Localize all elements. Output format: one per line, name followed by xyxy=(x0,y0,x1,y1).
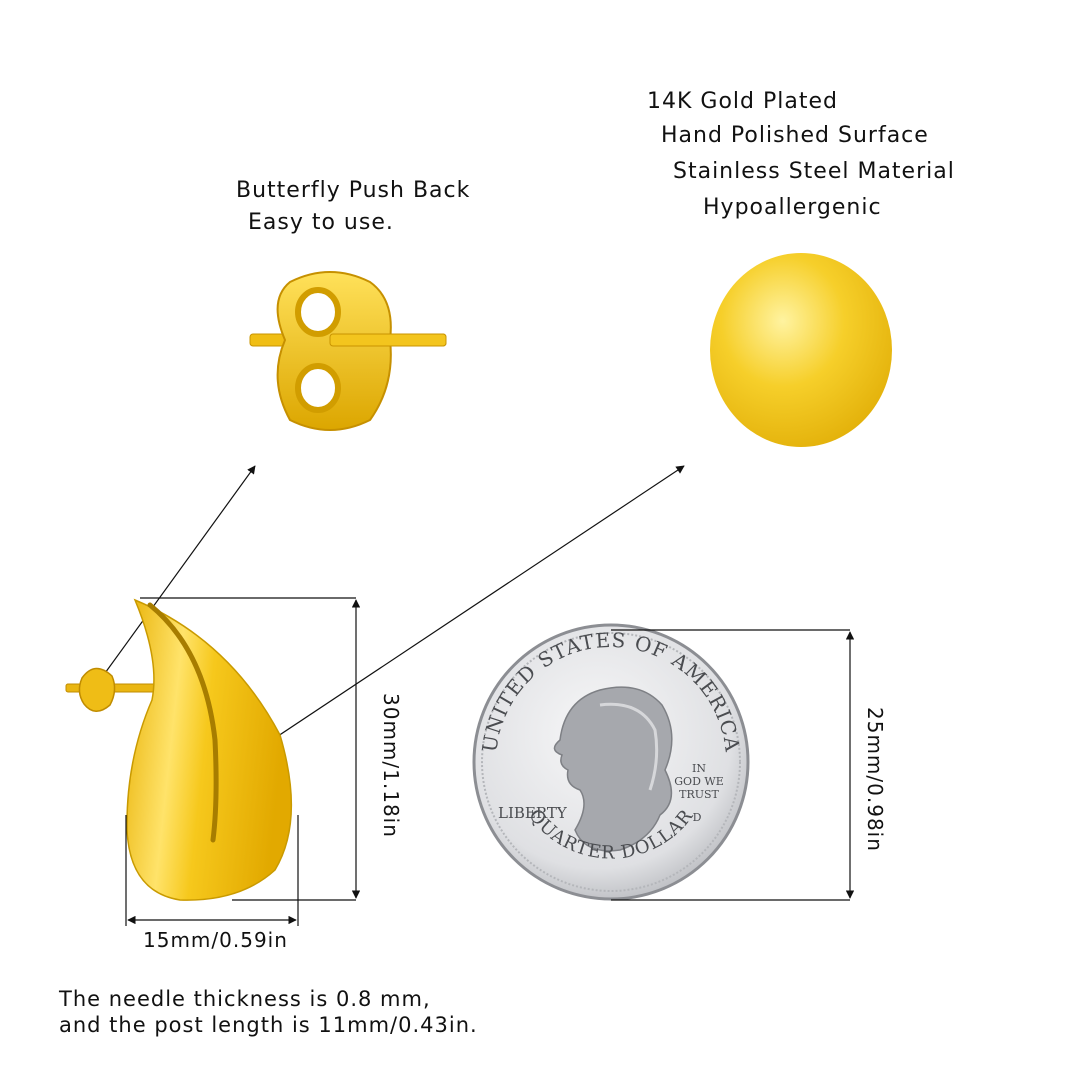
butterfly-back-image xyxy=(249,271,447,431)
arrow-to-back xyxy=(99,465,256,681)
coin-diameter-label: 25mm/0.98in xyxy=(863,707,887,852)
arrow-to-disc xyxy=(247,465,685,757)
coin-motto-line1: IN xyxy=(692,762,706,775)
coin-motto-line2: GOD WE xyxy=(674,775,723,788)
feature-gold-plated: 14K Gold Plated xyxy=(647,89,838,114)
coin-liberty-text: LIBERTY xyxy=(498,804,568,822)
quarter-coin-image xyxy=(472,623,750,901)
post-length-note: and the post length is 11mm/0.43in. xyxy=(59,1013,478,1037)
feature-hypoallergenic: Hypoallergenic xyxy=(703,195,882,220)
coin-motto-line3: TRUST xyxy=(679,788,719,801)
coin-diameter-dimension xyxy=(611,629,855,901)
gold-disc-image xyxy=(710,253,892,447)
teardrop-earring-image xyxy=(65,598,293,901)
earring-height-label: 30mm/1.18in xyxy=(379,693,403,838)
feature-stainless-steel: Stainless Steel Material xyxy=(673,159,955,184)
easy-to-use-label: Easy to use. xyxy=(248,210,394,235)
butterfly-back-label: Butterfly Push Back xyxy=(236,178,471,203)
earring-width-label: 15mm/0.59in xyxy=(143,928,288,952)
coin-mint-mark: D xyxy=(693,811,702,824)
earring-width-dimension xyxy=(125,815,299,926)
coin-rim-text: UNITED STATES OF AMERICA xyxy=(477,628,744,754)
feature-hand-polished: Hand Polished Surface xyxy=(661,123,929,148)
needle-thickness-note: The needle thickness is 0.8 mm, xyxy=(59,987,431,1011)
earring-height-dimension xyxy=(140,597,361,901)
